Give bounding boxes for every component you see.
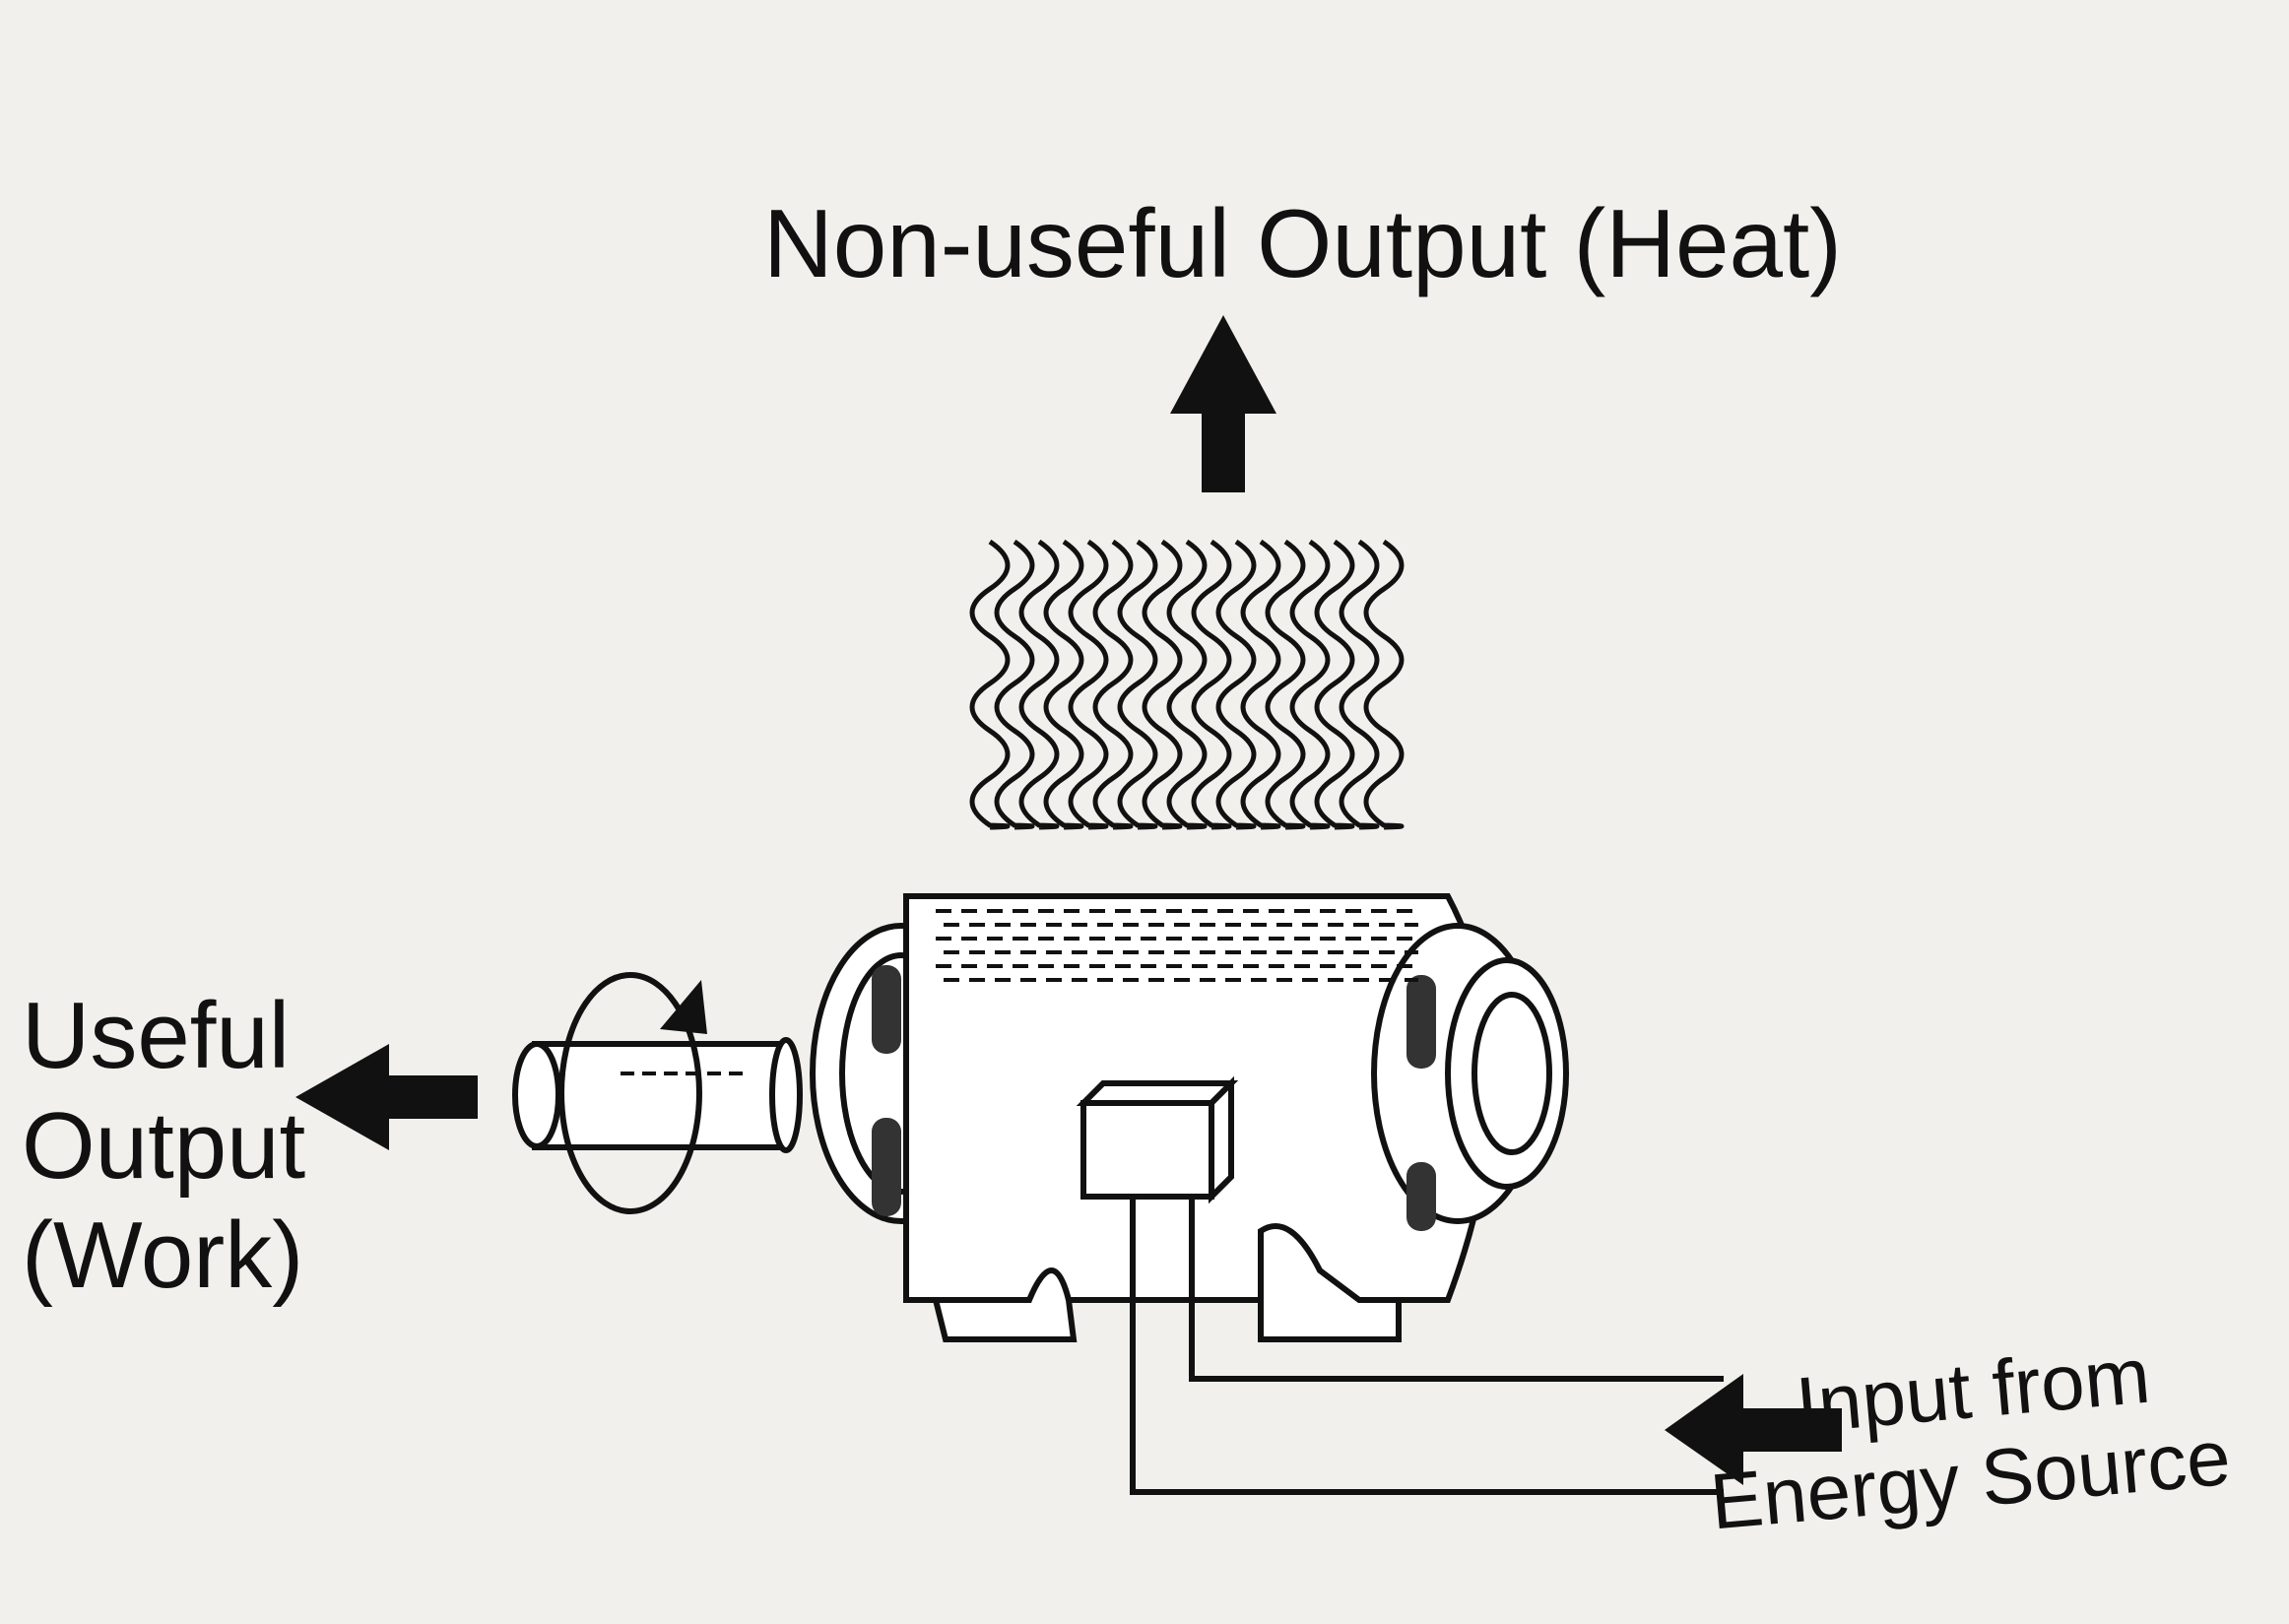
useful-output-line: Useful: [22, 983, 291, 1088]
heat-wave-line: [1191, 539, 1232, 830]
motor-vent-slots: [936, 909, 1418, 982]
heat-wave-line: [1142, 539, 1183, 830]
motor-feet: [932, 1223, 1402, 1342]
heat-wave-line: [1092, 539, 1134, 830]
heat-wave-line: [1240, 539, 1281, 830]
rotation-arrow: [558, 972, 707, 1214]
heat-wave-line: [1339, 539, 1380, 830]
useful-output-arrow: [295, 1044, 478, 1150]
heat-waves: [969, 539, 1405, 830]
heat-wave-line: [1289, 539, 1331, 830]
useful-output-line: Output: [22, 1092, 306, 1199]
heat-wave-line: [1018, 539, 1060, 830]
input-energy-arrow: [1665, 1374, 1842, 1485]
heat-output-arrow: [1170, 315, 1276, 492]
useful-output-line: (Work): [22, 1202, 304, 1309]
motor-coils: [872, 965, 1436, 1231]
heat-output-label: Non-useful Output (Heat): [763, 189, 1842, 297]
heat-wave-line: [1166, 539, 1208, 830]
heat-wave-line: [1117, 539, 1158, 830]
heat-wave-line: [1043, 539, 1084, 830]
heat-wave-line: [1215, 539, 1257, 830]
heat-wave-line: [994, 539, 1035, 830]
heat-wave-line: [969, 539, 1011, 830]
terminal-box: [1076, 1075, 1239, 1204]
heat-wave-line: [1265, 539, 1306, 830]
heat-wave-line: [1314, 539, 1355, 830]
motor-shaft: [512, 1037, 803, 1153]
heat-wave-line: [1068, 539, 1109, 830]
heat-wave-line: [1363, 539, 1405, 830]
useful-output-label: Useful Output (Work): [22, 985, 305, 1315]
power-wires: [1130, 1197, 1724, 1495]
energy-input-label: Input from Energy Source: [1707, 1327, 2234, 1546]
